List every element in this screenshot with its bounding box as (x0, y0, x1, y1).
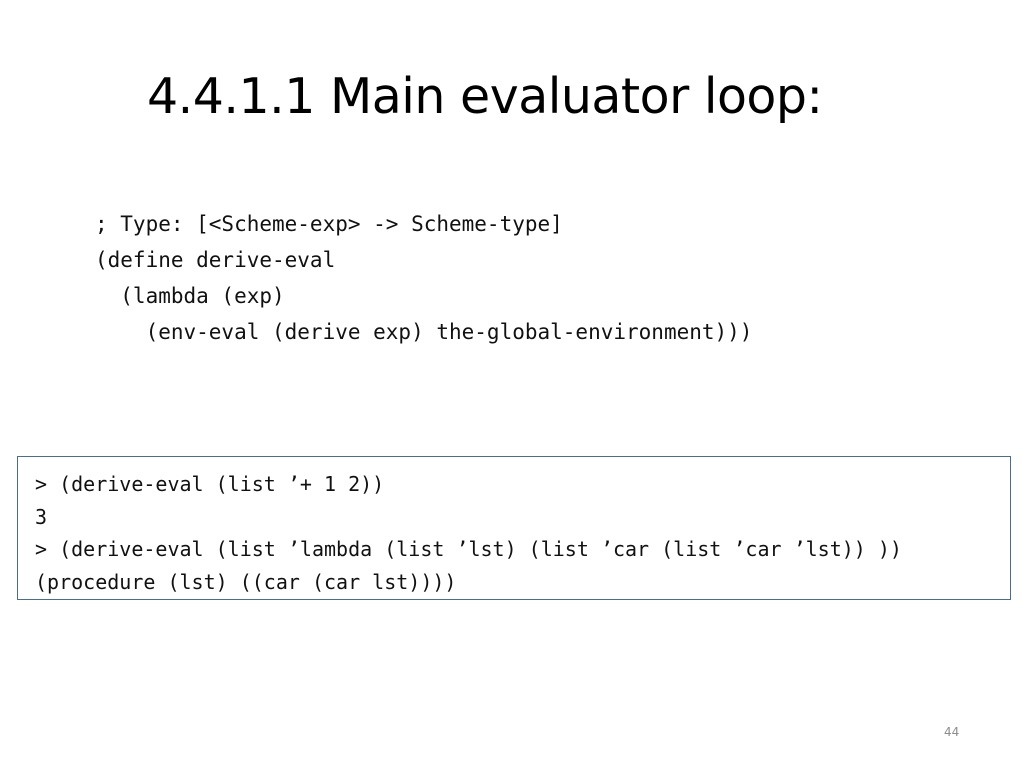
code-line: (define derive-eval (95, 248, 336, 272)
repl-line: (procedure (lst) ((car (car lst)))) (35, 569, 457, 594)
code-line: (lambda (exp) (95, 284, 285, 308)
code-line: (env-eval (derive exp) the-global-enviro… (95, 320, 753, 344)
code-listing: ; Type: [<Scheme-exp> -> Scheme-type] (d… (95, 206, 752, 350)
repl-line: > (derive-eval (list ’+ 1 2)) (35, 472, 385, 496)
page-number: 44 (944, 725, 960, 739)
repl-line: 3 (35, 504, 48, 529)
slide-title: 4.4.1.1 Main evaluator loop: (147, 68, 823, 125)
code-line: ; Type: [<Scheme-exp> -> Scheme-type] (95, 212, 563, 236)
repl-example-box: > (derive-eval (list ’+ 1 2)) 3 > (deriv… (17, 456, 1011, 600)
repl-transcript: > (derive-eval (list ’+ 1 2)) 3 > (deriv… (35, 468, 902, 598)
repl-line: > (derive-eval (list ’lambda (list ’lst)… (35, 537, 902, 561)
